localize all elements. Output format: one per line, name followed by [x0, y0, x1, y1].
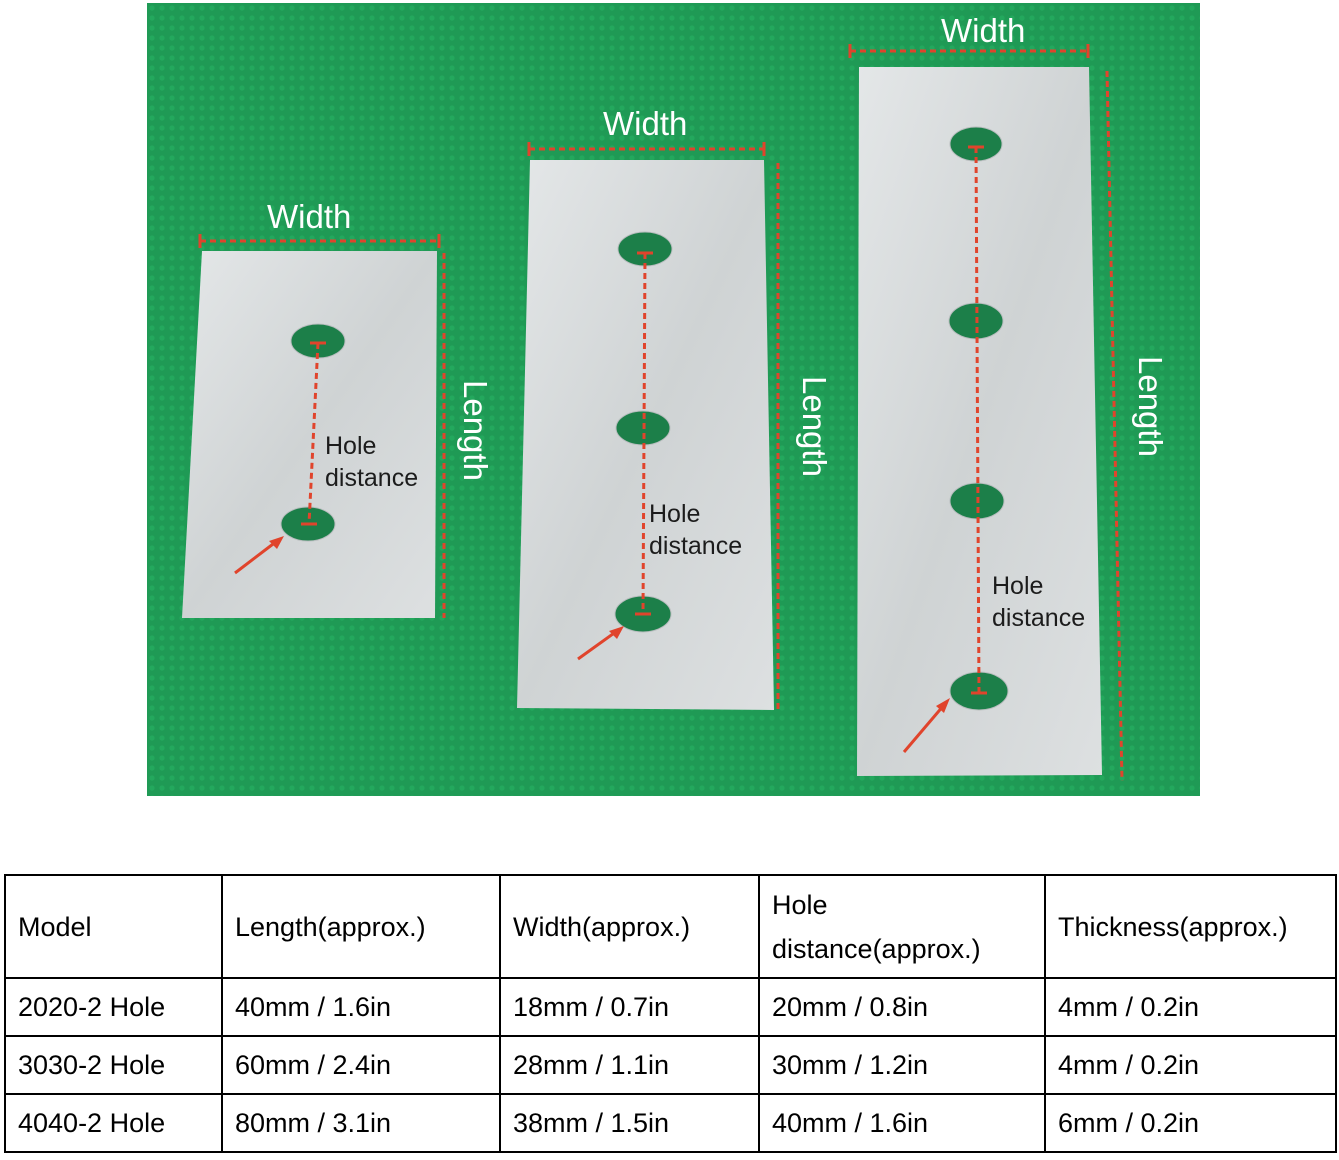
- plates-illustration: [147, 3, 1200, 796]
- table-row: 3030-2 Hole 60mm / 2.4in 28mm / 1.1in 30…: [4, 1035, 1337, 1095]
- length-label-small: Length: [457, 380, 494, 481]
- table-cell: 40mm / 1.6in: [221, 977, 501, 1037]
- width-label-large: Width: [941, 12, 1026, 49]
- table-cell: 2020-2 Hole: [4, 977, 223, 1037]
- table-row: 2020-2 Hole 40mm / 1.6in 18mm / 0.7in 20…: [4, 977, 1337, 1037]
- table-cell: 38mm / 1.5in: [499, 1093, 760, 1153]
- header-length: Length(approx.): [221, 874, 501, 979]
- plate-4040: [857, 67, 1102, 776]
- plate-2020: [182, 251, 437, 618]
- table-cell: 30mm / 1.2in: [758, 1035, 1046, 1095]
- width-label-mid: Width: [603, 105, 688, 142]
- measurement-lines: [200, 49, 1124, 782]
- table-cell: 20mm / 0.8in: [758, 977, 1046, 1037]
- spec-table: Model Length(approx.) Width(approx.) Hol…: [4, 874, 1337, 1153]
- header-thickness: Thickness(approx.): [1044, 874, 1337, 979]
- table-cell: 4mm / 0.2in: [1044, 1035, 1337, 1095]
- table-cell: 60mm / 2.4in: [221, 1035, 501, 1095]
- table-cell: 6mm / 0.2in: [1044, 1093, 1337, 1153]
- header-width: Width(approx.): [499, 874, 760, 979]
- table-cell: 28mm / 1.1in: [499, 1035, 760, 1095]
- table-row: 4040-2 Hole 80mm / 3.1in 38mm / 1.5in 40…: [4, 1093, 1337, 1153]
- table-cell: 4040-2 Hole: [4, 1093, 223, 1153]
- table-cell: 40mm / 1.6in: [758, 1093, 1046, 1153]
- header-hole-distance: Hole distance(approx.): [758, 874, 1046, 979]
- table-cell: 80mm / 3.1in: [221, 1093, 501, 1153]
- arrow-icons: [234, 536, 950, 753]
- length-label-large: Length: [1132, 356, 1169, 457]
- table-cell: 3030-2 Hole: [4, 1035, 223, 1095]
- length-label-mid: Length: [796, 376, 833, 477]
- table-header-row: Model Length(approx.) Width(approx.) Hol…: [4, 874, 1337, 979]
- table-cell: 4mm / 0.2in: [1044, 977, 1337, 1037]
- dimension-ticks: [198, 44, 1090, 695]
- header-model: Model: [4, 874, 223, 979]
- width-label-small: Width: [267, 198, 352, 235]
- table-cell: 18mm / 0.7in: [499, 977, 760, 1037]
